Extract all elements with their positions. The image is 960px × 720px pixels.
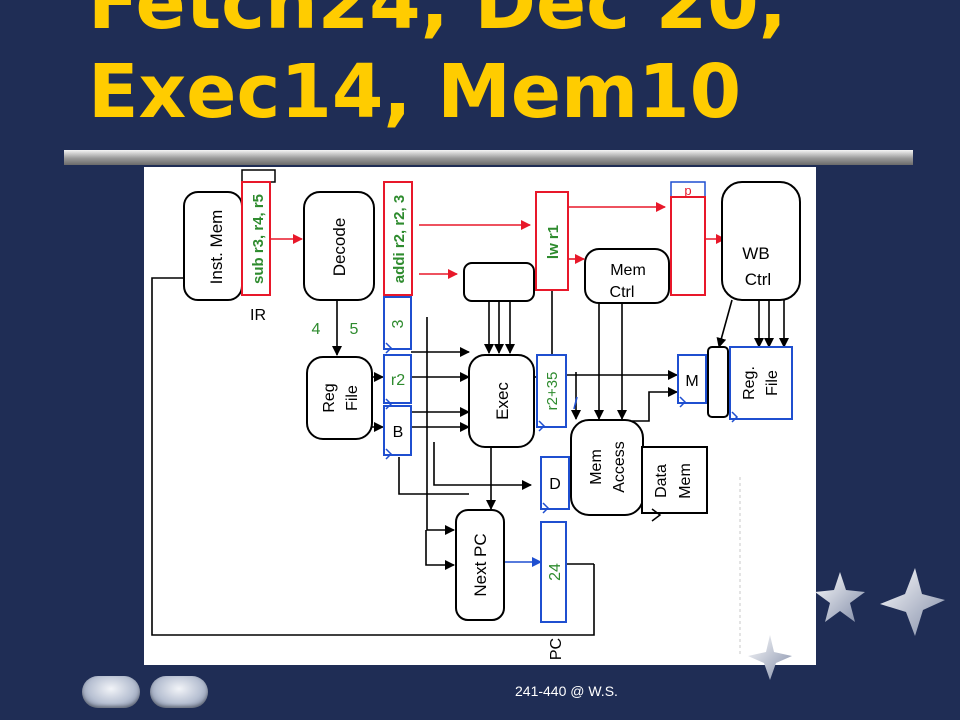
wb-ir-register: p [670,181,706,296]
wb-ctrl-label-1: WB [742,244,769,263]
pc-register: 24 PC [540,521,567,660]
pipeline-diagram: Inst. Mem Decode Reg File Exec Mem Ctrl … [144,167,816,665]
imm-value: 3 [390,319,407,328]
data-mem-clock-caret [651,508,662,522]
slide-title-line2: Exec14, Mem10 [88,49,742,135]
star-large-icon [880,568,945,636]
next-slide-button[interactable] [150,676,208,708]
exec-label: Exec [493,382,512,420]
reg-file-wb-label-1: Reg. [741,366,758,400]
control-box [463,262,535,302]
a-register: r2 [383,354,412,404]
m-value: M [685,373,698,390]
title-divider [64,150,913,165]
mem-access-label-1: Mem [588,449,605,485]
m-register: M [677,354,707,404]
ir-instruction: sub r3, r4, r5 [250,194,267,284]
reg-file-label-1: Reg [321,383,338,412]
a-value: r2 [391,372,405,389]
wb-ir-label: p [684,183,691,198]
alu-out-register: r2+35 [536,354,567,428]
footer-text: 241-440 @ W.S. [515,683,618,699]
decode-block: Decode [303,191,375,301]
alu-out-value: r2+35 [544,372,561,411]
data-mem-block: Data Mem [641,446,708,514]
imm-register: 3 [383,296,412,350]
decode-label: Decode [330,218,349,277]
next-pc-label: Next PC [471,533,490,596]
exec-ir-register: lw r1 [535,191,569,291]
data-mem-label-2: Mem [677,463,694,499]
mem-access-label-2: Access [611,441,628,493]
mem-ctrl-label-1: Mem [610,262,646,279]
reg-file-block: Reg File [306,356,373,440]
data-mem-label-1: Data [653,464,670,498]
decode-out-register: addi r2, r2, 3 [383,181,413,296]
pc-label: PC [548,638,565,660]
star-bottom-icon [748,635,792,680]
ir-label: IR [250,307,266,324]
reg-file-wb-label-2: File [764,370,781,396]
exec-block: Exec [468,354,535,448]
slide-title-line1: Fetch24, Dec 20, [88,0,787,46]
mem-ctrl-label-2: Ctrl [610,284,635,301]
decorative-stars [748,568,945,680]
b-value: B [393,424,404,441]
d-value: D [549,476,561,493]
d-register: D [540,456,570,510]
star-small-icon [815,572,865,622]
inst-mem-label: Inst. Mem [207,210,226,285]
next-pc-block: Next PC [455,509,505,621]
ir-register: sub r3, r4, r5 IR [241,169,276,324]
pc-value: 24 [547,563,564,581]
wire-label-rt: 5 [350,321,359,338]
exec-ir-instruction: lw r1 [545,225,562,259]
reg-file-wb-block: Reg. File [707,346,793,420]
clock-carets [385,342,739,514]
wb-ctrl-block: WB Ctrl [721,181,801,301]
mem-access-block: Mem Access [570,419,644,516]
wire-label-rs: 4 [312,321,321,338]
wb-ctrl-label-2: Ctrl [745,270,771,289]
mem-ctrl-block: Mem Ctrl [584,248,670,304]
decode-out-instruction: addi r2, r2, 3 [391,195,408,283]
data-wires [504,396,578,567]
previous-slide-button[interactable] [82,676,140,708]
reg-file-label-2: File [344,385,361,411]
inst-mem-block: Inst. Mem [183,191,243,301]
b-register: B [383,405,412,456]
